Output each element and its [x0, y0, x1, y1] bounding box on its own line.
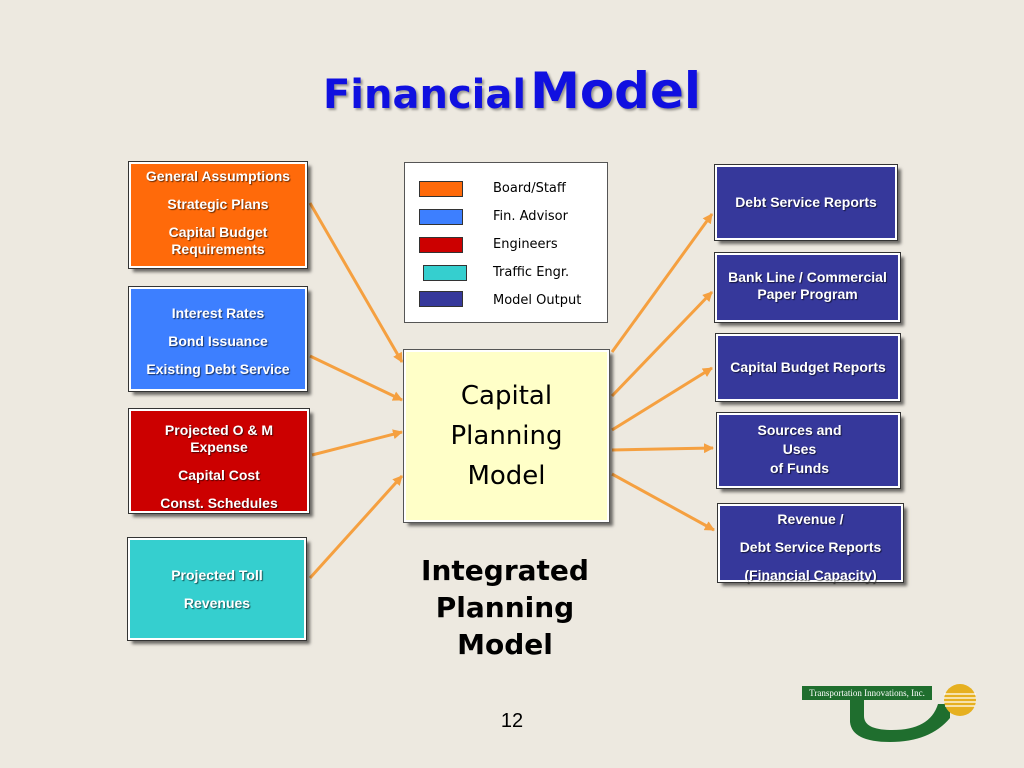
slide-title: FinancialModel	[0, 62, 1024, 120]
title-word-model: Model	[530, 62, 702, 120]
caption-line: Integrated	[421, 554, 589, 587]
caption-line: Planning	[435, 591, 575, 624]
legend-label: Model Output	[493, 293, 582, 308]
input-line: Projected O & M Expense	[164, 422, 274, 455]
input-line: Interest Rates	[171, 305, 265, 321]
input-line: Capital Cost	[178, 467, 260, 483]
output-box-capital-budget-reports: Capital Budget Reports	[715, 333, 901, 402]
logo-company-text: Transportation Innovations, Inc.	[809, 688, 925, 698]
input-box-traffic-engr: Projected Toll Revenues	[127, 537, 307, 641]
legend-label: Fin. Advisor	[493, 209, 568, 224]
output-line: Debt Service Reports	[739, 539, 882, 555]
capital-planning-model-box: Capital Planning Model	[403, 349, 610, 523]
legend-swatch-board-staff	[419, 181, 463, 197]
legend-swatch-traffic-engr	[423, 265, 467, 281]
logo-banner	[802, 686, 932, 700]
legend-label: Engineers	[493, 237, 558, 252]
arrow-model-to-output3	[611, 366, 713, 432]
input-line: Existing Debt Service	[146, 361, 290, 377]
output-box-revenue-debt-service: Revenue / Debt Service Reports (Financia…	[717, 503, 904, 583]
page-number: 12	[500, 710, 524, 732]
logo-sun	[944, 684, 976, 716]
input-line: Strategic Plans	[167, 196, 269, 212]
legend-swatch-fin-advisor	[419, 209, 463, 225]
caption-line: Model	[457, 628, 553, 661]
input-line: General Assumptions	[145, 168, 291, 184]
input-box-board-staff: General Assumptions Strategic Plans Capi…	[128, 161, 308, 269]
input-line: Const. Schedules	[160, 495, 278, 511]
arrow-inputs4-to-model	[308, 474, 404, 580]
integrated-planning-model-caption: Integrated Planning Model	[380, 552, 630, 663]
arrow-model-to-output1	[610, 213, 714, 353]
legend-swatch-engineers	[419, 237, 463, 253]
output-line: Sources and Uses of Funds	[757, 422, 842, 476]
company-logo: Transportation Innovations, Inc.	[802, 684, 976, 742]
output-line: Bank Line / Commercial Paper Program	[728, 269, 887, 302]
arrow-model-to-output2	[610, 290, 714, 398]
output-line: Revenue /	[777, 511, 844, 527]
input-line: Revenues	[183, 595, 251, 611]
logo-sun-lines	[944, 693, 976, 707]
legend-label: Board/Staff	[493, 181, 566, 196]
input-line: Capital Budget Requirements	[168, 224, 268, 257]
arrow-inputs1-to-model	[308, 202, 404, 363]
center-line: Planning	[450, 421, 563, 451]
legend: Board/Staff Fin. Advisor Engineers Traff…	[404, 162, 608, 323]
title-word-financial: Financial	[322, 72, 527, 118]
output-box-debt-service-reports: Debt Service Reports	[714, 164, 898, 241]
input-line: Projected Toll	[171, 567, 263, 583]
arrow-inputs2-to-model	[309, 354, 403, 402]
arrow-model-to-output4	[611, 443, 714, 454]
center-line: Model	[467, 461, 546, 491]
center-line: Capital	[460, 381, 553, 411]
logo-swoosh	[850, 700, 950, 742]
input-line: Bond Issuance	[168, 333, 268, 349]
legend-label: Traffic Engr.	[493, 265, 570, 280]
arrow-inputs3-to-model	[311, 429, 403, 457]
arrow-model-to-output5	[611, 472, 715, 532]
output-box-bank-line: Bank Line / Commercial Paper Program	[714, 252, 901, 323]
input-box-fin-advisor: Interest Rates Bond Issuance Existing De…	[128, 286, 308, 392]
output-box-sources-uses: Sources and Uses of Funds	[716, 412, 901, 489]
input-box-engineers: Projected O & M Expense Capital Cost Con…	[128, 408, 310, 514]
output-line: (Financial Capacity)	[744, 567, 877, 583]
output-line: Capital Budget Reports	[730, 359, 886, 375]
legend-swatch-model-output	[419, 291, 463, 307]
output-line: Debt Service Reports	[735, 194, 877, 210]
